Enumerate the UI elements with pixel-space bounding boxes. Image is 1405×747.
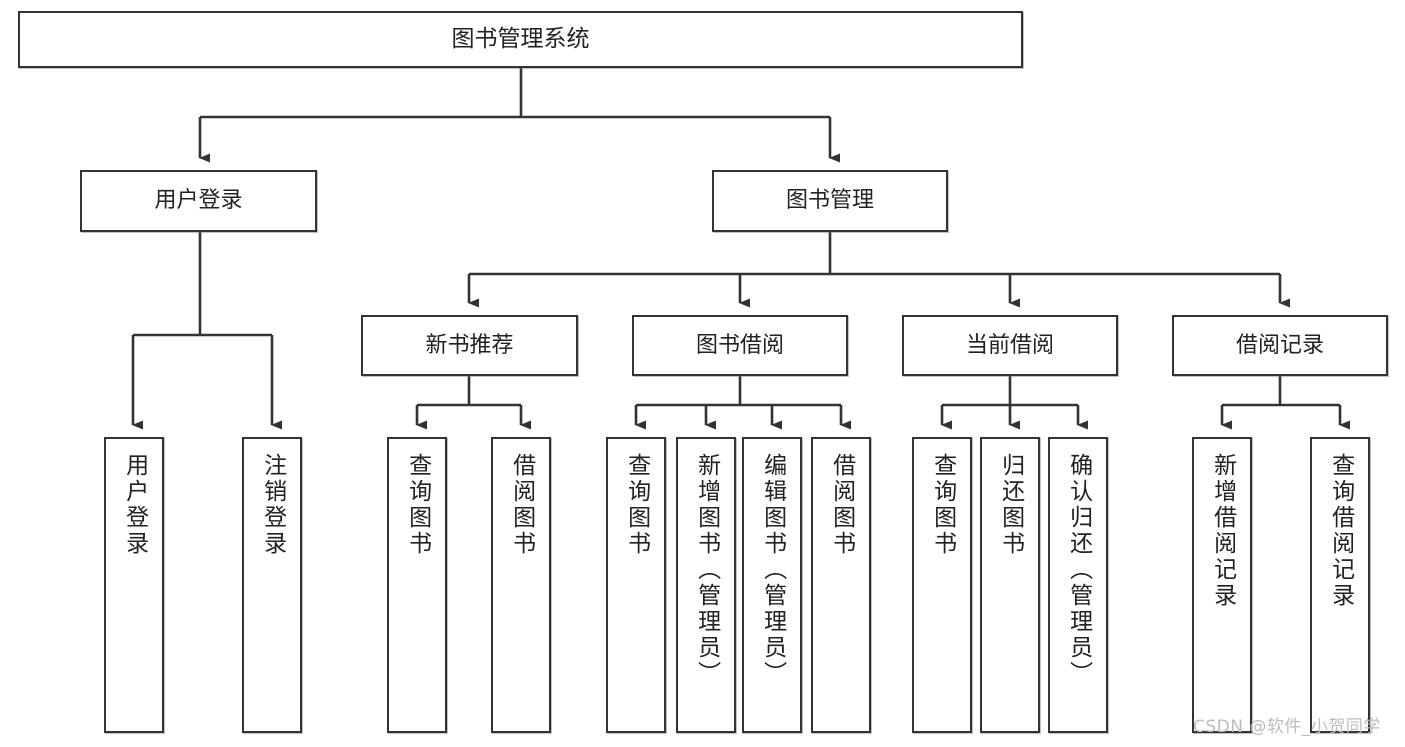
leaf-recommend-borrow-book[interactable]: 借阅图书	[491, 437, 551, 733]
leaf-current-return-book[interactable]: 归还图书	[980, 437, 1040, 733]
node-label: 借阅图书	[508, 453, 535, 557]
node-book-management[interactable]: 图书管理	[712, 170, 948, 232]
node-label: 图书管理系统	[451, 26, 590, 53]
node-label: 查询借阅记录	[1327, 453, 1354, 609]
watermark-text: CSDN @软件_小贺同学	[1193, 717, 1381, 737]
node-label: 用户登录	[154, 188, 243, 214]
leaf-borrow-borrow-book[interactable]: 借阅图书	[811, 437, 871, 733]
leaf-borrow-add-book-admin[interactable]: 新增图书（管理员）	[676, 437, 736, 733]
node-label: 新书推荐	[425, 332, 514, 358]
leaf-user-login-logout[interactable]: 注销登录	[242, 437, 302, 733]
node-label: 查询图书	[929, 453, 956, 557]
leaf-current-confirm-return-admin[interactable]: 确认归还（管理员）	[1048, 437, 1108, 733]
leaf-borrow-query-book[interactable]: 查询图书	[606, 437, 666, 733]
leaf-record-add-record[interactable]: 新增借阅记录	[1192, 437, 1252, 733]
node-label: 借阅记录	[1235, 332, 1324, 358]
node-label: 当前借阅	[965, 332, 1054, 358]
node-new-book-recommend[interactable]: 新书推荐	[361, 315, 578, 376]
node-current-borrow[interactable]: 当前借阅	[902, 315, 1118, 376]
leaf-user-login-login[interactable]: 用户登录	[104, 437, 164, 733]
leaf-borrow-edit-book-admin[interactable]: 编辑图书（管理员）	[742, 437, 802, 733]
node-book-borrow[interactable]: 图书借阅	[632, 315, 848, 376]
node-label: 归还图书	[997, 453, 1024, 557]
leaf-record-query-record[interactable]: 查询借阅记录	[1310, 437, 1370, 733]
node-label: 用户登录	[121, 453, 148, 557]
node-label: 确认归还（管理员）	[1065, 453, 1092, 687]
node-label: 新增图书（管理员）	[693, 453, 720, 687]
node-label: 注销登录	[259, 453, 286, 557]
node-user-login[interactable]: 用户登录	[80, 170, 317, 232]
node-label: 查询图书	[623, 453, 650, 557]
node-label: 查询图书	[404, 453, 431, 557]
leaf-recommend-query-book[interactable]: 查询图书	[387, 437, 447, 733]
node-label: 新增借阅记录	[1209, 453, 1236, 609]
leaf-current-query-book[interactable]: 查询图书	[912, 437, 972, 733]
node-label: 图书借阅	[695, 332, 784, 358]
node-label: 借阅图书	[828, 453, 855, 557]
node-label: 编辑图书（管理员）	[759, 453, 786, 687]
node-root-system[interactable]: 图书管理系统	[18, 11, 1023, 68]
node-borrow-record[interactable]: 借阅记录	[1172, 315, 1388, 376]
node-label: 图书管理	[785, 188, 874, 214]
